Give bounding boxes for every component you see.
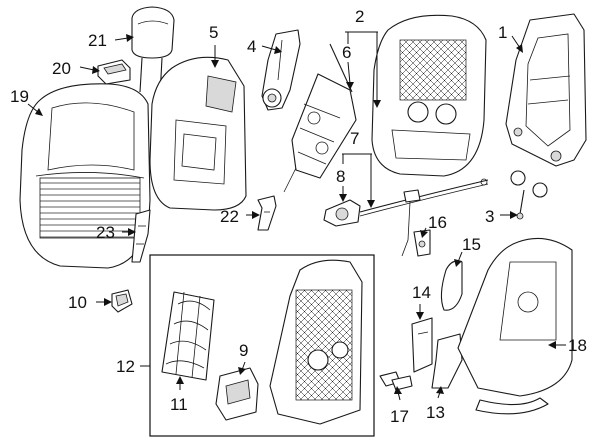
- callout-7: 7: [350, 129, 359, 148]
- callout-3: 3: [485, 207, 494, 226]
- callout-5: 5: [209, 23, 218, 42]
- callout-12: 12: [116, 357, 135, 376]
- callout-17: 17: [390, 407, 409, 426]
- trim-piece-part: [440, 260, 463, 311]
- leader-lines: [27, 31, 566, 401]
- seatback-frame-part: [505, 13, 587, 167]
- callout-18: 18: [568, 336, 587, 355]
- control-module-part: [215, 367, 259, 421]
- callout-23: 23: [96, 223, 115, 242]
- callout-21: 21: [88, 31, 107, 50]
- callout-2: 2: [355, 7, 364, 26]
- seatback-foam-part: [371, 14, 487, 177]
- callout-8: 8: [336, 167, 345, 186]
- headrest-guide-part: [97, 59, 131, 85]
- side-clip-part: [131, 209, 151, 263]
- callout-14: 14: [412, 283, 431, 302]
- callout-6: 6: [342, 43, 351, 62]
- adjuster-part: [323, 199, 361, 227]
- inset-frame: [149, 254, 375, 437]
- lower-panel-part: [431, 333, 463, 389]
- small-clip-part: [111, 289, 133, 313]
- knob-cable-part: [510, 170, 548, 220]
- cable-harness-part: [359, 178, 489, 257]
- clip-pair-part: [379, 371, 413, 391]
- callout-19: 19: [10, 87, 29, 106]
- spring-mat-part: [161, 291, 215, 381]
- callout-10: 10: [68, 293, 87, 312]
- lumbar-motor-part: [261, 29, 301, 111]
- seatback-pad-part: [149, 56, 247, 211]
- callout-22: 22: [220, 207, 239, 226]
- callout-15: 15: [462, 235, 481, 254]
- callout-13: 13: [426, 403, 445, 422]
- callout-16: 16: [428, 213, 447, 232]
- callout-4: 4: [247, 37, 256, 56]
- callout-11: 11: [170, 395, 188, 414]
- seatback-cover-part: [19, 83, 151, 269]
- seat-frame-part: [269, 259, 363, 425]
- side-panel-part: [411, 317, 433, 373]
- bracket-part: [257, 195, 277, 231]
- back-panel-part: [457, 237, 573, 415]
- callout-labels: 1 2 3 4 5 6 7 8 9 10 11 12 13 14 15 16 1…: [10, 7, 587, 426]
- callout-1: 1: [498, 23, 507, 42]
- callout-9: 9: [239, 341, 248, 360]
- callout-20: 20: [52, 59, 71, 78]
